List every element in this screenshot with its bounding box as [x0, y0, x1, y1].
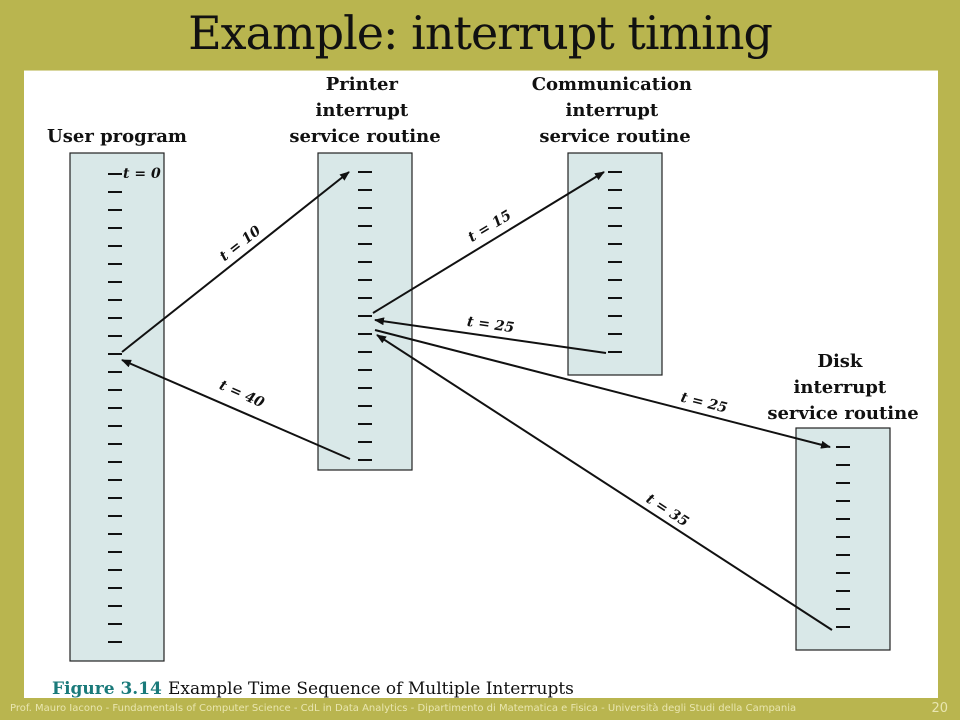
- figure-caption-text: Example Time Sequence of Multiple Interr…: [168, 679, 574, 699]
- arrow-comm-to-printer-t25: [374, 317, 607, 354]
- panel-divider: [24, 70, 938, 71]
- arrow-disk-to-printer-t35: [376, 334, 833, 631]
- arrow-printer-to-user-t40: [121, 359, 351, 460]
- printer-isr-instruction-ticks: [358, 171, 372, 461]
- page-number: 20: [931, 701, 948, 716]
- printer-isr-column: [317, 152, 413, 471]
- disk-isr-heading: Disk interrupt service routine: [767, 351, 918, 424]
- figure-caption: Figure 3.14 Example Time Sequence of Mul…: [52, 679, 574, 699]
- arrow-user-to-printer-t10: [121, 171, 350, 353]
- slide-footer: Prof. Mauro Iacono - Fundamentals of Com…: [10, 703, 797, 714]
- label-t35: t = 35: [643, 491, 691, 530]
- label-t25-disk: t = 25: [679, 390, 729, 417]
- slide-title: Example: interrupt timing: [188, 6, 773, 60]
- arrow-printer-to-comm-t15: [372, 171, 605, 314]
- user-program-heading: User program: [47, 126, 187, 147]
- label-t40: t = 40: [217, 377, 267, 411]
- disk-isr-instruction-ticks: [836, 446, 850, 628]
- label-t0: t = 0: [123, 166, 161, 182]
- label-t15: t = 15: [465, 207, 514, 245]
- printer-isr-heading: Printer interrupt service routine: [289, 74, 440, 147]
- label-t25-comm-return: t = 25: [466, 314, 515, 336]
- user-program-instruction-ticks: [108, 173, 122, 643]
- figure-number: Figure 3.14: [52, 679, 162, 699]
- comm-isr-instruction-ticks: [608, 171, 622, 353]
- arrow-printer-to-disk-t25: [374, 329, 831, 449]
- comm-isr-heading: Communication interrupt service routine: [532, 74, 699, 147]
